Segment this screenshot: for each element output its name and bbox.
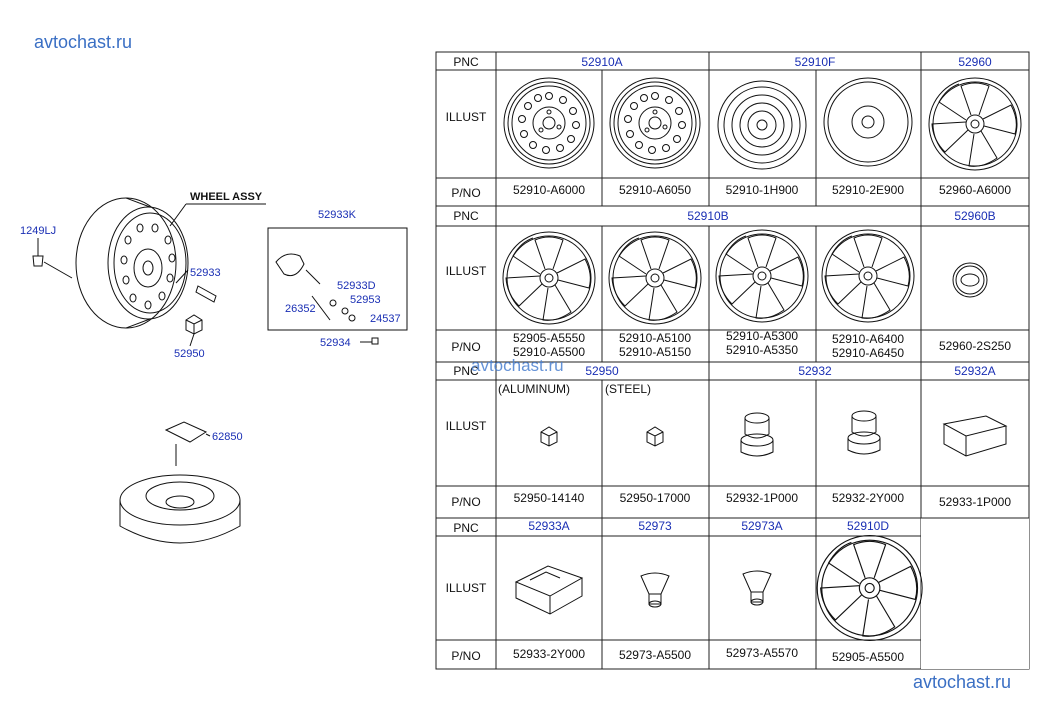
pnc-code: 52950: [585, 364, 619, 378]
part-number: 52973-A5500: [619, 648, 691, 662]
spare-wheel-illustration: [717, 80, 807, 170]
wheel-lock-illustration: [740, 412, 774, 457]
part-number: 52910-A5350: [726, 343, 798, 357]
pnc-code: 52910B: [687, 209, 728, 223]
part-number: 52910-A6450: [832, 346, 904, 360]
part-number: 52932-2Y000: [832, 491, 904, 505]
alloy-wheel-illustration: [816, 535, 923, 642]
part-label: 52953: [350, 294, 381, 306]
illust-label: ILLUST: [446, 419, 487, 433]
part-number: 52910-A5300: [726, 329, 798, 343]
alloy-wheel-illustration: [715, 229, 809, 323]
part-number: 52910-A5500: [513, 345, 585, 359]
pnc-code: 52933A: [528, 519, 569, 533]
part-number: 52910-A6000: [513, 183, 585, 197]
lug-nut-illustration: [540, 426, 558, 447]
center-cap-illustration: [952, 262, 988, 298]
part-number: 52910-A5100: [619, 331, 691, 345]
part-number: 52905-A5550: [513, 331, 585, 345]
pnc-code: 52973: [638, 519, 672, 533]
part-number: 52910-A5150: [619, 345, 691, 359]
wheel-lock-key-illustration: [640, 572, 670, 608]
watermark-middle: avtochast.ru: [471, 356, 564, 375]
part-number: 52933-2Y000: [513, 647, 585, 661]
material-note: (ALUMINUM): [498, 382, 570, 396]
illust-label: ILLUST: [446, 110, 487, 124]
alloy-wheel-illustration: [821, 229, 915, 323]
part-label: 24537: [370, 313, 401, 325]
pnc-code: 52960B: [954, 209, 995, 223]
part-number: 52960-A6000: [939, 183, 1011, 197]
pnc-code: 52973A: [741, 519, 782, 533]
wheel-assy-diagram: WHEEL ASSY 1249LJ 52933 52950: [20, 191, 266, 360]
wheel-assy-label: WHEEL ASSY: [190, 191, 263, 203]
watermark-bottom: avtochast.ru: [913, 672, 1012, 692]
part-number: 52910-A6050: [619, 183, 691, 197]
pno-label: P/NO: [451, 649, 480, 663]
part-label: 52934: [320, 337, 351, 349]
part-number: 52950-17000: [620, 491, 691, 505]
part-label: 52933D: [337, 280, 376, 292]
wheel-lock-key-illustration: [742, 570, 772, 606]
part-label: 52933: [190, 267, 221, 279]
pnc-code: 52910A: [581, 55, 622, 69]
alloy-wheel-illustration: [608, 231, 702, 325]
pnc-label: PNC: [453, 364, 479, 378]
pnc-code: 52932A: [954, 364, 995, 378]
pnc-label: PNC: [453, 209, 479, 223]
parts-table: PNC ILLUST P/NO PNC ILLUST P/NO PNC ILLU…: [435, 51, 1030, 670]
part-number: 52910-1H900: [726, 183, 799, 197]
tpms-kit-diagram: 52933K 52933D 52953 26352 24537 52934: [267, 209, 408, 349]
pnc-code: 52932: [798, 364, 832, 378]
part-number: 52910-2E900: [832, 183, 904, 197]
wheel-lock-illustration: [847, 410, 881, 455]
part-number: 52960-2S250: [939, 339, 1011, 353]
pnc-code: 52910F: [795, 55, 836, 69]
part-label: 52933K: [318, 209, 357, 221]
part-label: 26352: [285, 303, 316, 315]
part-number: 52933-1P000: [939, 495, 1011, 509]
alloy-wheel-illustration: [928, 77, 1022, 171]
material-note: (STEEL): [605, 382, 651, 396]
illust-label: ILLUST: [446, 264, 487, 278]
spare-wheel-diagram: 62850: [119, 421, 243, 544]
part-number: 52950-14140: [514, 491, 585, 505]
pno-label: P/NO: [451, 495, 480, 509]
watermark-top: avtochast.ru: [34, 32, 133, 52]
part-label: 52950: [174, 348, 205, 360]
illust-label: ILLUST: [446, 581, 487, 595]
pnc-label: PNC: [453, 55, 479, 69]
steel-wheel-illustration: [503, 77, 595, 169]
part-number: 52905-A5500: [832, 650, 904, 664]
pnc-code: 52910D: [847, 519, 889, 533]
part-number: 52932-1P000: [726, 491, 798, 505]
pnc-code: 52960: [958, 55, 992, 69]
pnc-label: PNC: [453, 521, 479, 535]
pno-label: P/NO: [451, 186, 480, 200]
part-number: 52910-A6400: [832, 332, 904, 346]
lug-nut-illustration: [646, 426, 664, 447]
alloy-wheel-illustration: [502, 231, 596, 325]
spare-wheel-illustration: [823, 77, 913, 167]
repair-kit-illustration: [514, 565, 584, 615]
pno-label: P/NO: [451, 340, 480, 354]
tpms-kit-illustration: [942, 415, 1008, 457]
part-number: 52973-A5570: [726, 646, 798, 660]
steel-wheel-illustration: [609, 77, 701, 169]
part-label: 1249LJ: [20, 225, 56, 237]
part-label: 62850: [212, 431, 243, 443]
